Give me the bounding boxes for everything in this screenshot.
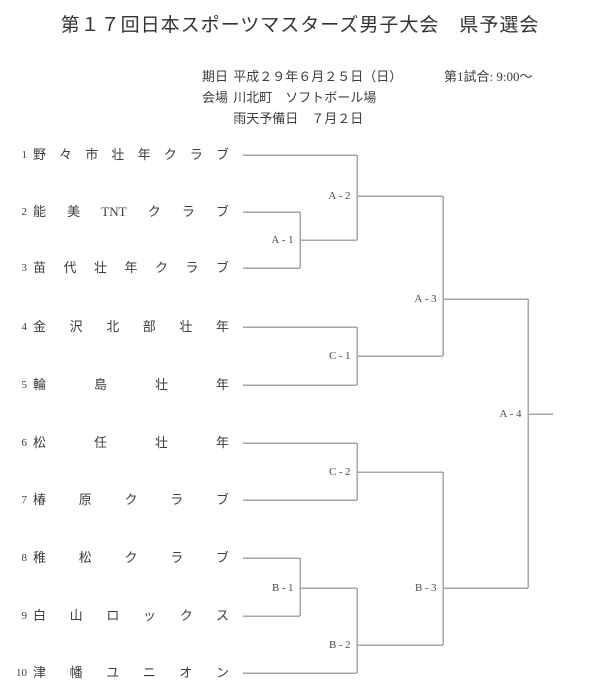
match-label-a1: A-1 xyxy=(271,234,296,246)
date-value: 平成２９年６月２５日（日） xyxy=(233,69,403,84)
team-name: 能美TNTクラブ xyxy=(33,204,229,219)
rain-date-value: 雨天予備日 ７月２日 xyxy=(233,111,364,126)
team-row: 4 金沢北部壮年 xyxy=(14,317,230,337)
team-number: 9 xyxy=(21,610,28,622)
venue-value: 川北町 ソフトボール場 xyxy=(233,90,377,105)
team-name: 津幡ユニオン xyxy=(33,665,229,680)
team-name: 金沢北部壮年 xyxy=(33,319,229,334)
match-label-c1: C-1 xyxy=(329,350,353,362)
match-label-b3: B-3 xyxy=(415,582,439,594)
team-row: 6 松任壮年 xyxy=(14,433,230,453)
team-row: 1 野々市壮年クラブ xyxy=(14,145,230,165)
venue-label: 会場 xyxy=(202,90,229,105)
team-number: 7 xyxy=(21,494,28,506)
team-number: 2 xyxy=(21,206,28,218)
event-info: 期日 平成２９年６月２５日（日） 会場 川北町 ソフトボール場 雨天予備日 ７月… xyxy=(202,66,402,129)
team-name: 松任壮年 xyxy=(33,435,229,450)
team-row: 7 椿原クラブ xyxy=(14,490,230,510)
team-name: 輪島壮年 xyxy=(33,377,229,392)
team-number: 1 xyxy=(21,149,28,161)
venue-row: 会場 川北町 ソフトボール場 xyxy=(202,87,402,108)
team-row: 8 稚松クラブ xyxy=(14,548,230,568)
match-label-c2: C-2 xyxy=(329,466,353,478)
team-number: 8 xyxy=(21,552,28,564)
team-number: 4 xyxy=(21,321,28,333)
team-row: 2 能美TNTクラブ xyxy=(14,202,230,222)
team-name: 稚松クラブ xyxy=(33,550,229,565)
match-label-a2: A-2 xyxy=(328,190,353,202)
rain-date-row: 雨天予備日 ７月２日 xyxy=(202,108,402,129)
team-number: 6 xyxy=(21,437,28,449)
team-number: 3 xyxy=(21,262,28,274)
page-title: 第１７回日本スポーツマスターズ男子大会 県予選会 xyxy=(60,15,540,36)
match-label-b1: B-1 xyxy=(272,582,296,594)
match-label-b2: B-2 xyxy=(329,639,353,651)
date-row: 期日 平成２９年６月２５日（日） xyxy=(202,66,402,87)
team-row: 5 輪島壮年 xyxy=(14,375,230,395)
match-label-a3: A-3 xyxy=(414,293,439,305)
match-label-a4: A-4 xyxy=(499,408,524,420)
team-number: 10 xyxy=(16,667,27,679)
date-label: 期日 xyxy=(202,69,229,84)
team-name: 苗代壮年クラブ xyxy=(33,260,229,275)
team-row: 10 津幡ユニオン xyxy=(14,663,229,683)
team-name: 野々市壮年クラブ xyxy=(33,147,229,162)
team-number: 5 xyxy=(21,379,28,391)
first-game-time: 第1試合: 9:00～ xyxy=(444,69,533,84)
team-name: 白山ロックス xyxy=(33,608,229,623)
team-row: 9 白山ロックス xyxy=(14,606,230,626)
team-name: 椿原クラブ xyxy=(33,492,229,507)
team-row: 3 苗代壮年クラブ xyxy=(14,258,230,278)
